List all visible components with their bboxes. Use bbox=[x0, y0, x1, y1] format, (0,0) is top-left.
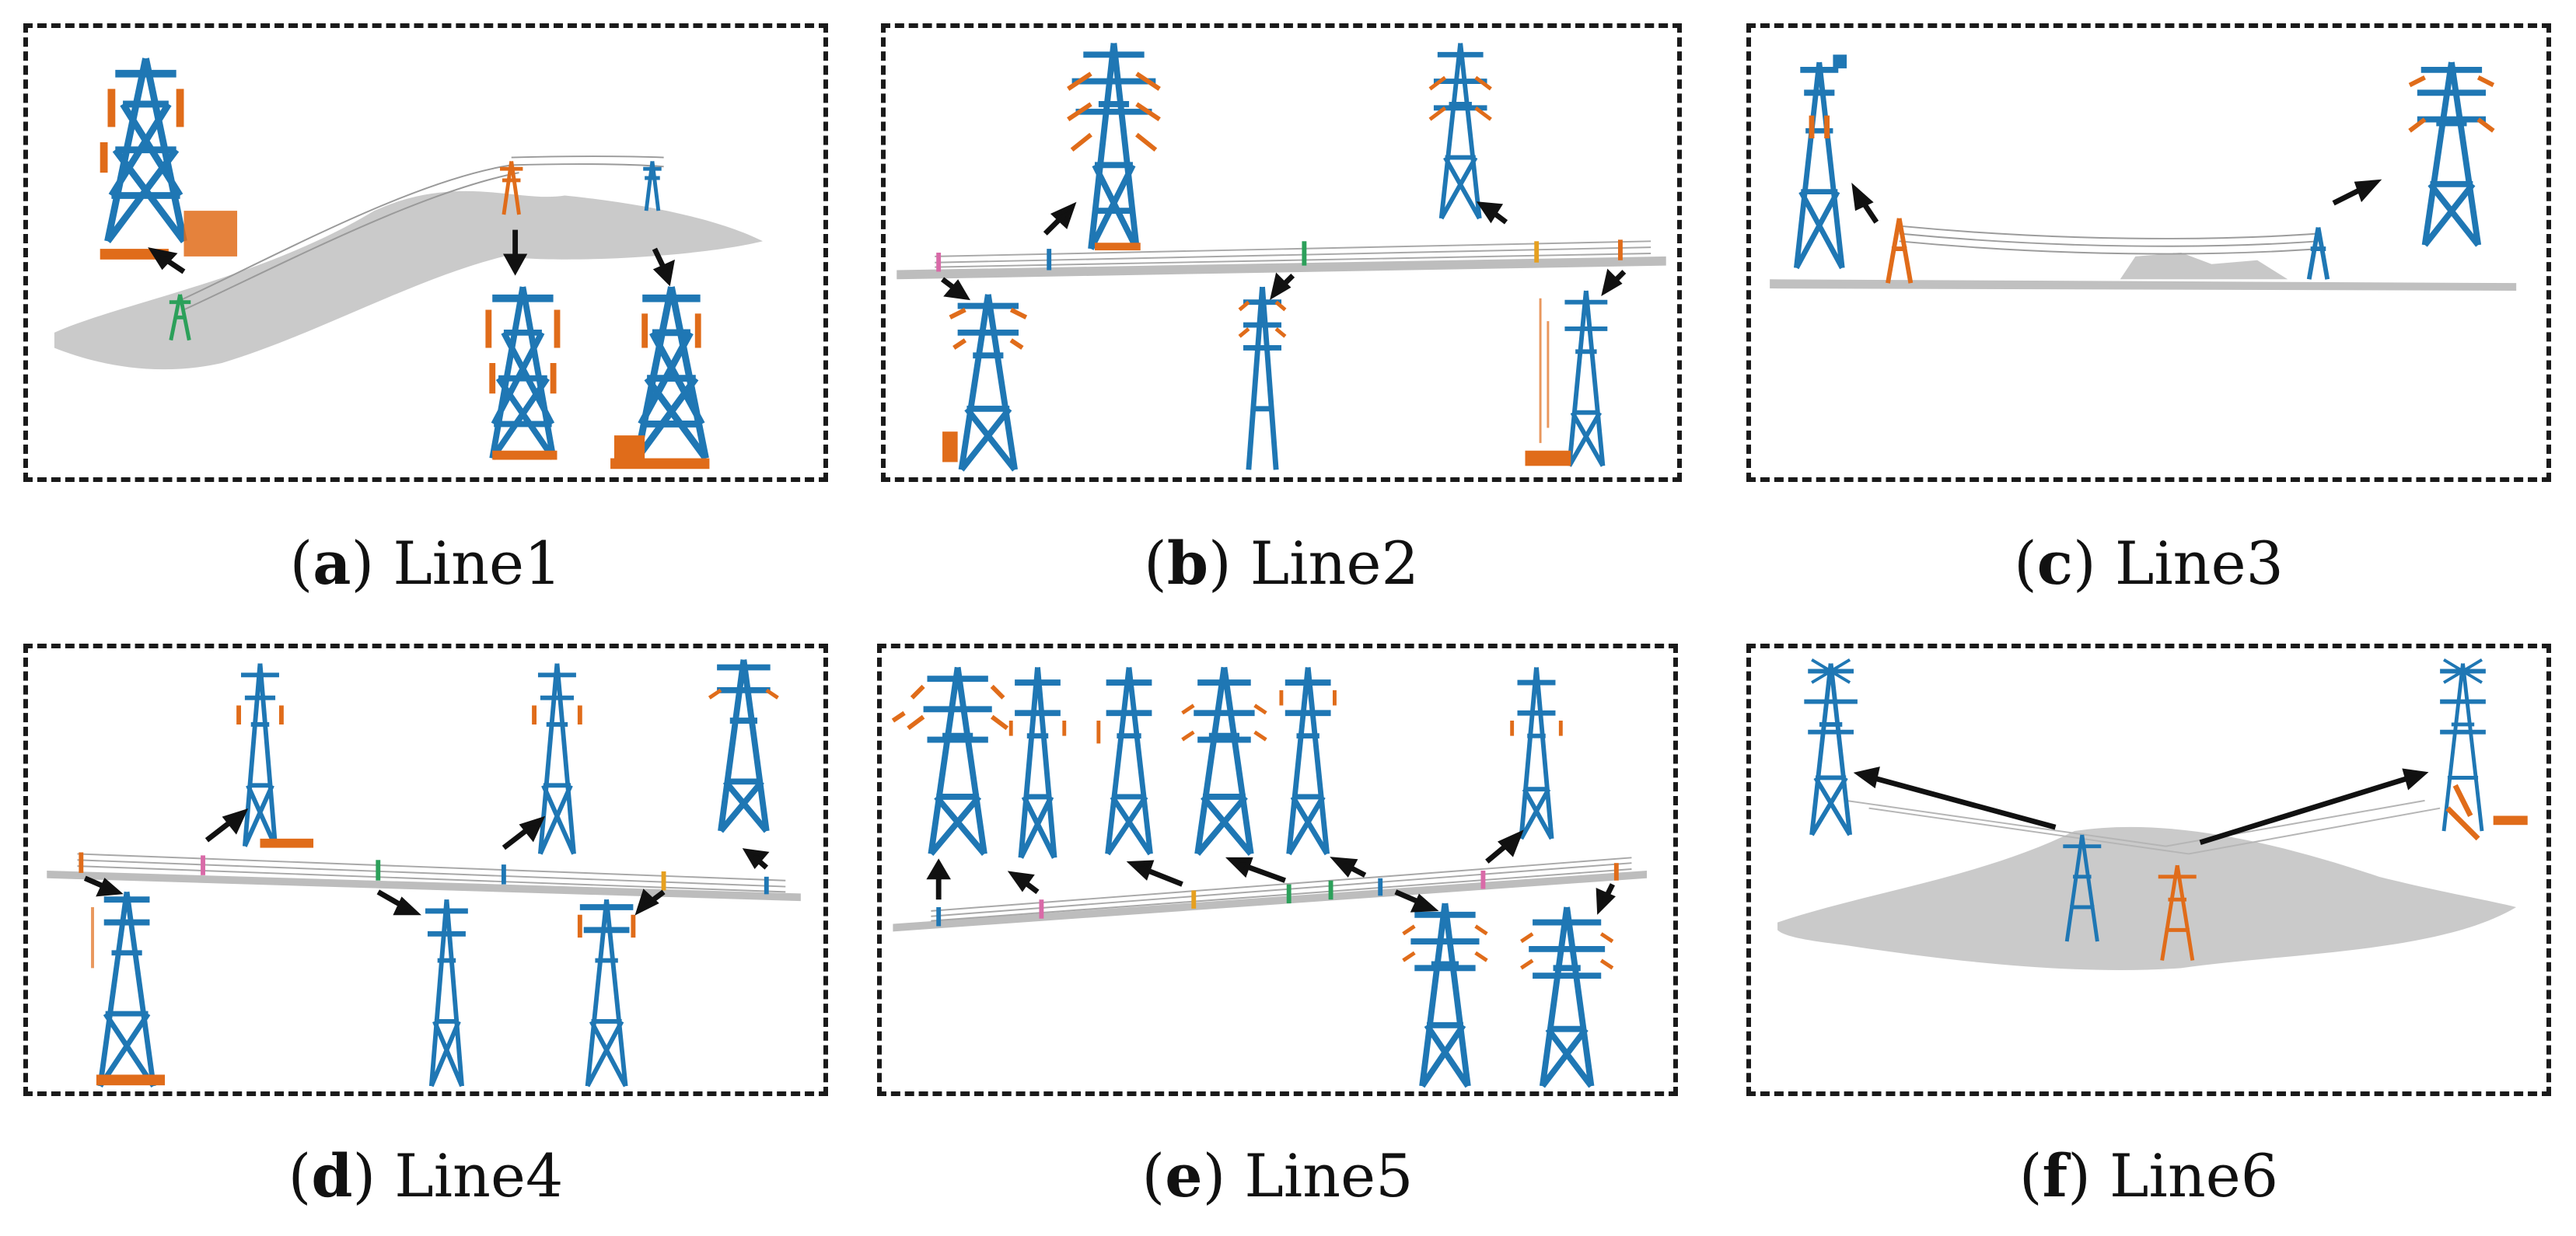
tower-bottom-3 bbox=[1525, 290, 1608, 467]
tower-green bbox=[169, 294, 191, 341]
power-lines bbox=[935, 240, 1652, 268]
tower-top-2 bbox=[1008, 667, 1067, 859]
ground-strip bbox=[897, 256, 1666, 280]
panel-b-label: Line2 bbox=[1250, 529, 1419, 598]
ground-strip bbox=[47, 870, 801, 902]
ground-terrain bbox=[1777, 826, 2517, 970]
small-towers bbox=[79, 852, 769, 895]
tower-bottom-2 bbox=[1520, 906, 1614, 1088]
arrows bbox=[83, 808, 770, 916]
power-lines bbox=[931, 857, 1632, 922]
tower-top-1 bbox=[236, 663, 314, 848]
tower-top-2 bbox=[1428, 43, 1492, 220]
ground-strip bbox=[1770, 279, 2517, 291]
panel-a-scene bbox=[54, 58, 763, 470]
panel-f-caption: (f) Line6 bbox=[2019, 1141, 2279, 1210]
panel-f-key: f bbox=[2042, 1141, 2068, 1210]
panel-d-frame bbox=[23, 644, 828, 1096]
small-towers bbox=[936, 863, 1619, 927]
panel-a-label: Line1 bbox=[393, 529, 562, 598]
tower-blue-small bbox=[2306, 227, 2330, 280]
power-lines bbox=[1899, 225, 2319, 255]
tower-detail-left bbox=[1793, 54, 1847, 270]
tower-orange-small bbox=[500, 161, 523, 215]
tower-detail-right bbox=[2408, 61, 2495, 247]
panel-f-label: Line6 bbox=[2109, 1141, 2279, 1210]
ground-strip bbox=[893, 870, 1647, 932]
panel-a-key: a bbox=[313, 529, 351, 598]
tower-top-1 bbox=[1067, 43, 1161, 251]
panel-f-frame bbox=[1746, 644, 2551, 1096]
tower-top-3 bbox=[1096, 667, 1153, 856]
panel-e-frame bbox=[877, 644, 1678, 1096]
tower-top-1 bbox=[891, 666, 1009, 856]
tower-bottom-2 bbox=[425, 899, 468, 1088]
panel-c-key: c bbox=[2036, 529, 2074, 598]
arrows bbox=[940, 201, 1627, 301]
panel-d-scene bbox=[47, 659, 801, 1088]
panel-c-scene bbox=[1770, 54, 2517, 291]
tower-bottom-2 bbox=[1238, 286, 1287, 470]
power-lines bbox=[176, 155, 664, 311]
tower-blue-middle bbox=[2063, 834, 2102, 942]
panel-c-frame bbox=[1746, 23, 2551, 482]
tower-orange-middle bbox=[2158, 864, 2197, 961]
ground-bumps bbox=[2120, 253, 2288, 280]
tower-blue-small bbox=[643, 161, 662, 211]
arrows bbox=[148, 229, 675, 287]
tower-detail-left bbox=[1804, 658, 1858, 836]
panel-e-caption: (e) Line5 bbox=[1141, 1141, 1414, 1210]
tower-orange-small bbox=[1886, 218, 1914, 284]
arrows bbox=[1851, 179, 2382, 224]
panel-a-caption: (a) Line1 bbox=[289, 529, 562, 598]
panel-e-key: e bbox=[1165, 1141, 1203, 1210]
panel-d-key: d bbox=[311, 1141, 353, 1210]
panel-d-label: Line4 bbox=[394, 1141, 564, 1210]
tower-top-2 bbox=[532, 663, 582, 855]
small-towers bbox=[936, 239, 1623, 272]
panel-e-label: Line5 bbox=[1244, 1141, 1414, 1210]
panel-e-scene bbox=[891, 666, 1647, 1088]
tower-bottom-1 bbox=[91, 891, 166, 1088]
panel-b-key: b bbox=[1166, 529, 1208, 598]
arrows bbox=[1853, 766, 2429, 846]
tower-detail-right bbox=[2440, 658, 2528, 841]
tower-bottom-3 bbox=[577, 899, 636, 1088]
panel-f-scene bbox=[1777, 658, 2528, 970]
panel-c-caption: (c) Line3 bbox=[2014, 529, 2284, 598]
panel-b-frame bbox=[881, 23, 1682, 482]
panel-a-frame bbox=[23, 23, 828, 482]
arrows bbox=[926, 829, 1616, 915]
tower-top-4 bbox=[1181, 666, 1267, 856]
ground-terrain bbox=[54, 190, 763, 370]
tower-detail-topleft bbox=[100, 58, 238, 260]
tower-detail-bottom-2 bbox=[610, 286, 710, 470]
tower-top-3 bbox=[708, 659, 779, 833]
panel-c-label: Line3 bbox=[2114, 529, 2284, 598]
tower-detail-bottom-1 bbox=[485, 286, 561, 460]
tower-top-5 bbox=[1279, 667, 1337, 856]
panel-b-caption: (b) Line2 bbox=[1144, 529, 1419, 598]
panel-d-caption: (d) Line4 bbox=[288, 1141, 564, 1210]
tower-top-6 bbox=[1510, 667, 1563, 840]
panel-b-scene bbox=[897, 43, 1666, 472]
tower-bottom-1 bbox=[1402, 903, 1488, 1088]
power-lines bbox=[77, 853, 786, 893]
tower-bottom-1 bbox=[942, 294, 1028, 472]
